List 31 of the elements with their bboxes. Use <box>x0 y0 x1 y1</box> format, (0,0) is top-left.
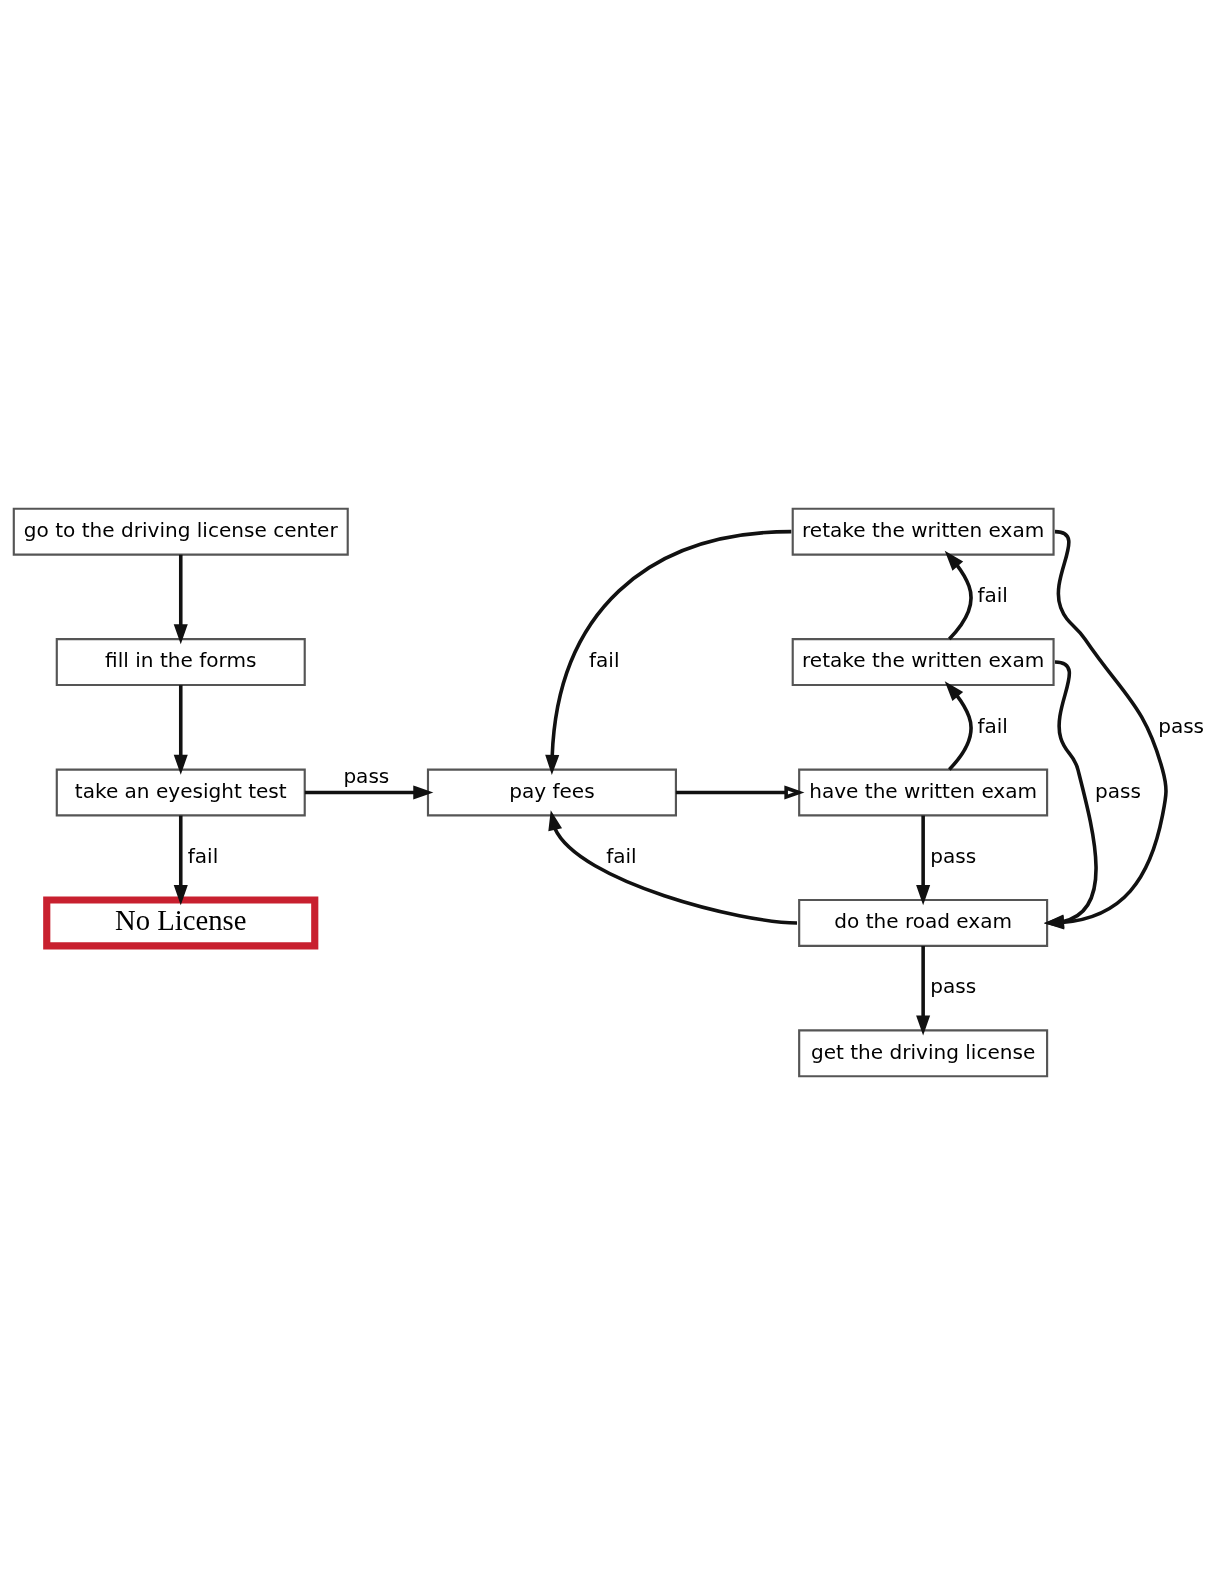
node-box: fill in the forms <box>55 638 306 687</box>
arrow <box>944 681 973 771</box>
arrow <box>545 529 792 775</box>
node-box: do the road exam <box>798 898 1049 947</box>
edge-label: fail <box>977 713 1008 738</box>
arrow <box>548 810 798 925</box>
arrow <box>173 554 188 645</box>
arrow <box>916 815 931 906</box>
node-box: have the written exam <box>798 768 1049 817</box>
node-box: No License <box>43 896 319 950</box>
edge-label: pass <box>1158 713 1205 738</box>
node-box: retake the written exam <box>791 638 1055 687</box>
node-box: go to the driving license center <box>12 507 349 556</box>
edge-label: pass <box>930 844 977 869</box>
edge-label: fail <box>589 648 620 673</box>
edge-label: pass <box>930 974 977 999</box>
arrow <box>944 550 973 641</box>
node-box: get the driving license <box>798 1029 1049 1078</box>
edge-label: pass <box>343 763 390 788</box>
edge-label: fail <box>977 583 1008 608</box>
edge-label: fail <box>606 844 637 869</box>
arrow <box>304 785 434 800</box>
arrow <box>173 685 188 775</box>
arrow <box>675 785 805 800</box>
edge-label: pass <box>1095 778 1141 803</box>
arrow <box>173 815 188 906</box>
node-box: pay fees <box>426 768 677 817</box>
edge-label: fail <box>187 844 219 869</box>
arrow <box>916 946 931 1036</box>
node-box: retake the written exam <box>791 507 1055 556</box>
node-box: take an eyesight test <box>55 768 306 817</box>
